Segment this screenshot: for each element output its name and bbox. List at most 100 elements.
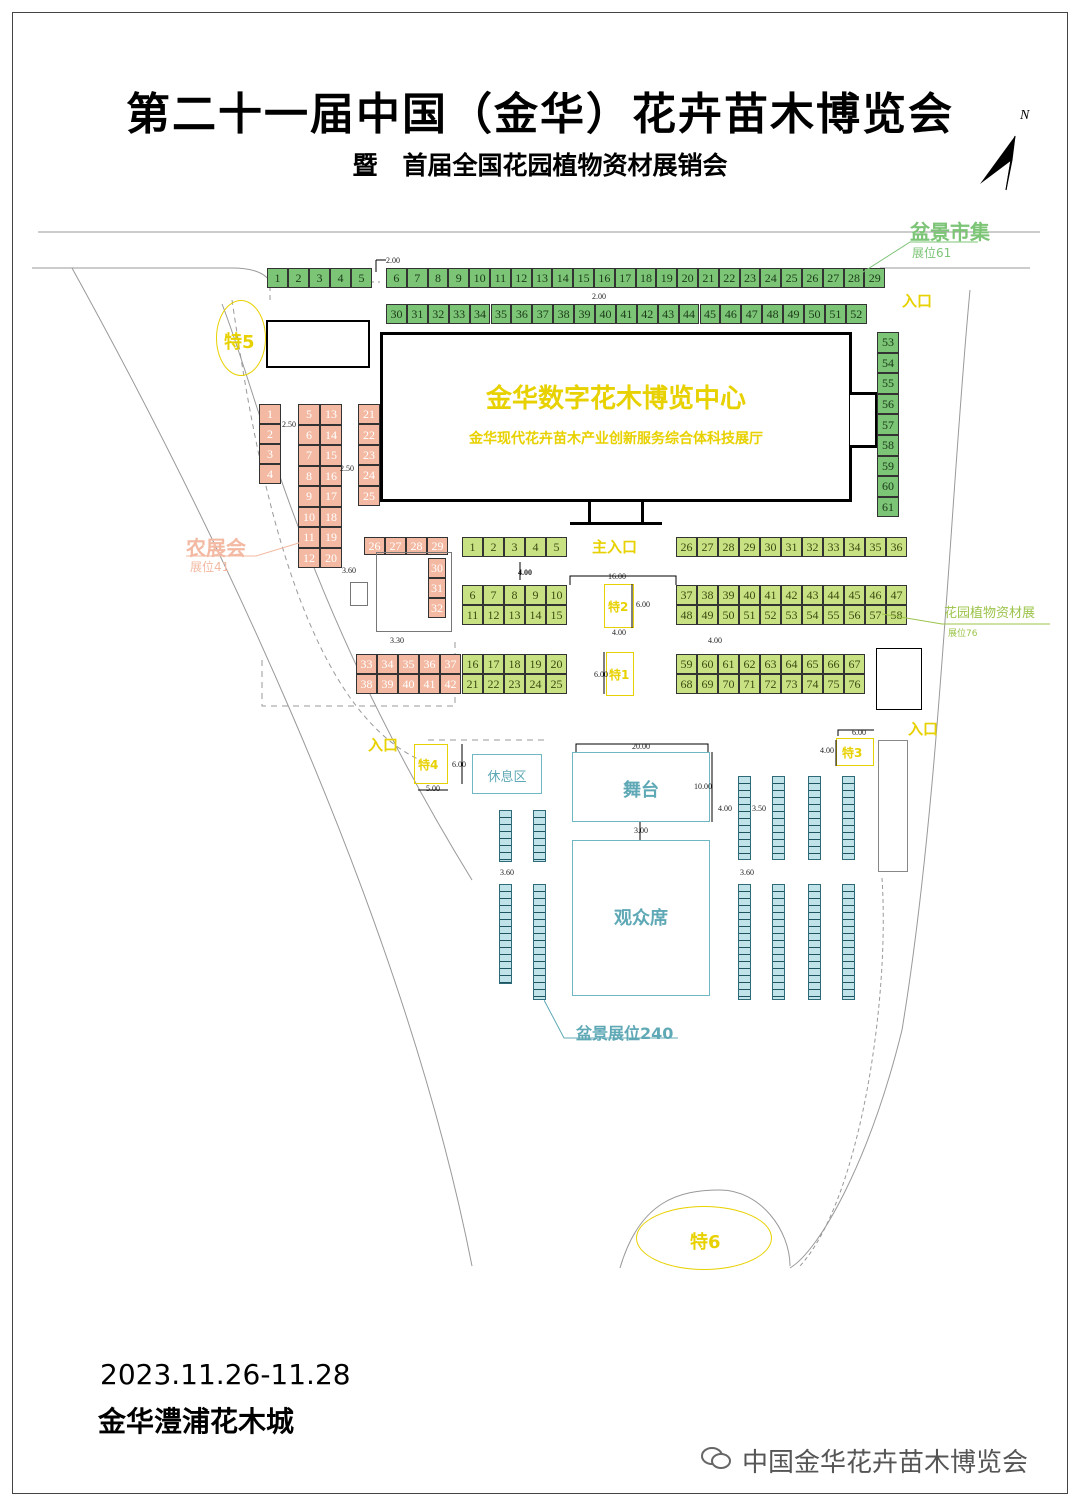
booth-66: 66 bbox=[823, 654, 844, 674]
penjing-market-leader bbox=[860, 241, 978, 275]
bonsai-row bbox=[499, 810, 512, 862]
dim-label: 3.60 bbox=[342, 566, 356, 575]
booth-5: 5 bbox=[351, 268, 372, 288]
dim-label: 3.60 bbox=[740, 868, 754, 877]
booth-2: 2 bbox=[259, 424, 281, 444]
booth-42: 42 bbox=[636, 304, 658, 324]
booth-29: 29 bbox=[864, 268, 886, 288]
booth-22: 22 bbox=[483, 674, 504, 694]
garden-expo-label: 花园植物资材展 bbox=[944, 606, 1036, 621]
wechat-icon bbox=[700, 1444, 732, 1472]
booth-22: 22 bbox=[718, 268, 740, 288]
booth-56: 56 bbox=[877, 393, 899, 415]
booth-60: 60 bbox=[877, 476, 899, 497]
booth-17: 17 bbox=[614, 268, 636, 288]
dim-label: 6.00 bbox=[852, 728, 866, 737]
farm-expo-leader bbox=[186, 541, 303, 557]
booth-51: 51 bbox=[739, 605, 760, 625]
special-4-area bbox=[414, 744, 448, 784]
booth-37: 37 bbox=[532, 304, 554, 324]
main-entrance-label: 主入口 bbox=[592, 538, 638, 556]
booth-57: 57 bbox=[877, 414, 899, 435]
booth-52: 52 bbox=[760, 605, 781, 625]
booth-26: 26 bbox=[676, 537, 697, 557]
booth-42: 42 bbox=[440, 674, 461, 694]
booth-9: 9 bbox=[525, 585, 546, 605]
booth-10: 10 bbox=[469, 268, 490, 288]
booth-1: 1 bbox=[267, 268, 288, 288]
booth-18: 18 bbox=[635, 268, 657, 288]
side-structure bbox=[878, 740, 908, 872]
entrance-label-ne: 入口 bbox=[902, 292, 933, 310]
booth-9: 9 bbox=[448, 268, 470, 288]
booth-27: 27 bbox=[822, 268, 844, 288]
booth-20: 20 bbox=[677, 268, 698, 288]
booth-15: 15 bbox=[320, 445, 342, 466]
booth-40: 40 bbox=[398, 674, 419, 694]
garden-expo-count: 展位76 bbox=[948, 629, 978, 639]
booth-45: 45 bbox=[699, 304, 721, 324]
hall-annex bbox=[850, 392, 878, 448]
booth-37: 37 bbox=[676, 585, 697, 605]
booth-42: 42 bbox=[781, 585, 802, 605]
booth-36: 36 bbox=[886, 537, 907, 557]
booth-3: 3 bbox=[504, 537, 525, 557]
rest-area bbox=[472, 754, 542, 794]
booth-31: 31 bbox=[428, 578, 446, 598]
booth-24: 24 bbox=[760, 268, 782, 288]
dim-label: 3.30 bbox=[390, 636, 404, 645]
booth-15: 15 bbox=[546, 605, 567, 625]
hall-subname: 金华现代花卉苗木产业创新服务综合体科技展厅 bbox=[469, 431, 763, 447]
booth-5: 5 bbox=[298, 404, 320, 425]
booth-26: 26 bbox=[802, 268, 823, 288]
service-block bbox=[876, 648, 922, 710]
booth-16: 16 bbox=[594, 268, 615, 288]
bonsai-row bbox=[533, 884, 546, 1000]
booth-26: 26 bbox=[364, 537, 385, 555]
bonsai-row bbox=[738, 884, 751, 1000]
watermark-text: 中国金华花卉苗木博览会 bbox=[742, 1448, 1029, 1478]
booth-12: 12 bbox=[298, 547, 320, 568]
booth-34: 34 bbox=[844, 537, 865, 557]
booth-20: 20 bbox=[546, 654, 567, 674]
booth-43: 43 bbox=[657, 304, 679, 324]
booth-43: 43 bbox=[802, 585, 823, 605]
booth-23: 23 bbox=[739, 268, 761, 288]
booth-69: 69 bbox=[697, 674, 718, 694]
booth-3: 3 bbox=[259, 444, 281, 464]
booth-33: 33 bbox=[448, 304, 470, 324]
special-6-area bbox=[636, 1206, 772, 1270]
booth-39: 39 bbox=[574, 304, 595, 324]
booth-37: 37 bbox=[440, 654, 461, 674]
dim-label: 3.00 bbox=[634, 826, 648, 835]
booth-19: 19 bbox=[320, 527, 342, 548]
booth-19: 19 bbox=[656, 268, 678, 288]
bonsai-row bbox=[772, 776, 785, 860]
booth-75: 75 bbox=[823, 674, 844, 694]
booth-18: 18 bbox=[504, 654, 525, 674]
booth-57: 57 bbox=[865, 605, 886, 625]
booth-28: 28 bbox=[406, 537, 427, 555]
booth-4: 4 bbox=[525, 537, 546, 557]
booth-61: 61 bbox=[718, 654, 739, 674]
booth-6: 6 bbox=[462, 585, 483, 605]
booth-33: 33 bbox=[356, 654, 377, 674]
booth-68: 68 bbox=[676, 674, 697, 694]
stage-label: 舞台 bbox=[623, 780, 659, 801]
booth-35: 35 bbox=[490, 304, 512, 324]
north-label: N bbox=[1020, 108, 1030, 123]
booth-71: 71 bbox=[739, 674, 760, 694]
dim-label: 2.00 bbox=[386, 256, 400, 265]
event-date: 2023.11.26-11.28 bbox=[100, 1358, 351, 1391]
penjing-market-count: 展位61 bbox=[912, 246, 952, 260]
hall-step-base bbox=[570, 522, 662, 525]
booth-64: 64 bbox=[781, 654, 802, 674]
booth-14: 14 bbox=[320, 424, 342, 445]
booth-54: 54 bbox=[802, 605, 823, 625]
building-block bbox=[266, 320, 370, 368]
booth-20: 20 bbox=[320, 547, 342, 568]
booth-58: 58 bbox=[877, 435, 899, 456]
booth-14: 14 bbox=[552, 268, 574, 288]
booth-7: 7 bbox=[483, 585, 504, 605]
